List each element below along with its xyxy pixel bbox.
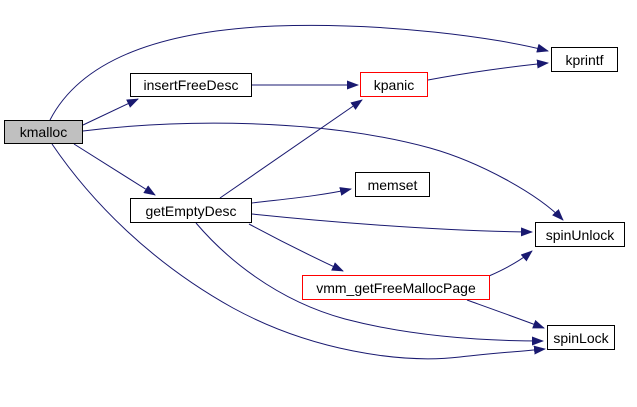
node-kprintf[interactable]: kprintf [551, 47, 618, 72]
edge-kmalloc-spinUnlock [82, 122, 564, 221]
edge-vmm_getFreeMallocPage-spinLock [466, 299, 545, 329]
node-label: kmalloc [19, 124, 68, 140]
node-insertFreeDesc[interactable]: insertFreeDesc [130, 73, 252, 97]
node-label: insertFreeDesc [143, 77, 239, 93]
edge-kmalloc-kprintf [49, 24, 549, 121]
edge-getEmptyDesc-vmm_getFreeMallocPage [248, 223, 344, 272]
edge-getEmptyDesc-spinLock [195, 222, 544, 346]
node-vmm_getFreeMallocPage[interactable]: vmm_getFreeMallocPage [302, 275, 490, 300]
node-memset[interactable]: memset [355, 172, 430, 197]
edge-kpanic-kprintf [427, 59, 549, 81]
node-label: kpanic [373, 76, 415, 93]
node-label: spinUnlock [545, 226, 615, 243]
edge-kmalloc-spinLock [51, 143, 546, 360]
edge-getEmptyDesc-spinUnlock [251, 213, 533, 237]
node-label: spinLock [553, 329, 609, 346]
edge-vmm_getFreeMallocPage-spinUnlock [488, 250, 533, 277]
edge-getEmptyDesc-kpanic [219, 99, 363, 199]
node-spinLock[interactable]: spinLock [547, 325, 615, 350]
node-label: getEmptyDesc [145, 202, 237, 219]
edge-kmalloc-getEmptyDesc [73, 143, 156, 196]
node-label: memset [367, 176, 418, 193]
node-kpanic[interactable]: kpanic [360, 72, 428, 97]
node-label: vmm_getFreeMallocPage [316, 279, 476, 296]
node-getEmptyDesc[interactable]: getEmptyDesc [130, 198, 252, 223]
node-spinUnlock[interactable]: spinUnlock [535, 222, 625, 247]
node-label: kprintf [565, 51, 604, 68]
edge-getEmptyDesc-memset [251, 187, 352, 204]
edge-kmalloc-insertFreeDesc [82, 98, 139, 126]
node-kmalloc[interactable]: kmalloc [4, 120, 83, 144]
